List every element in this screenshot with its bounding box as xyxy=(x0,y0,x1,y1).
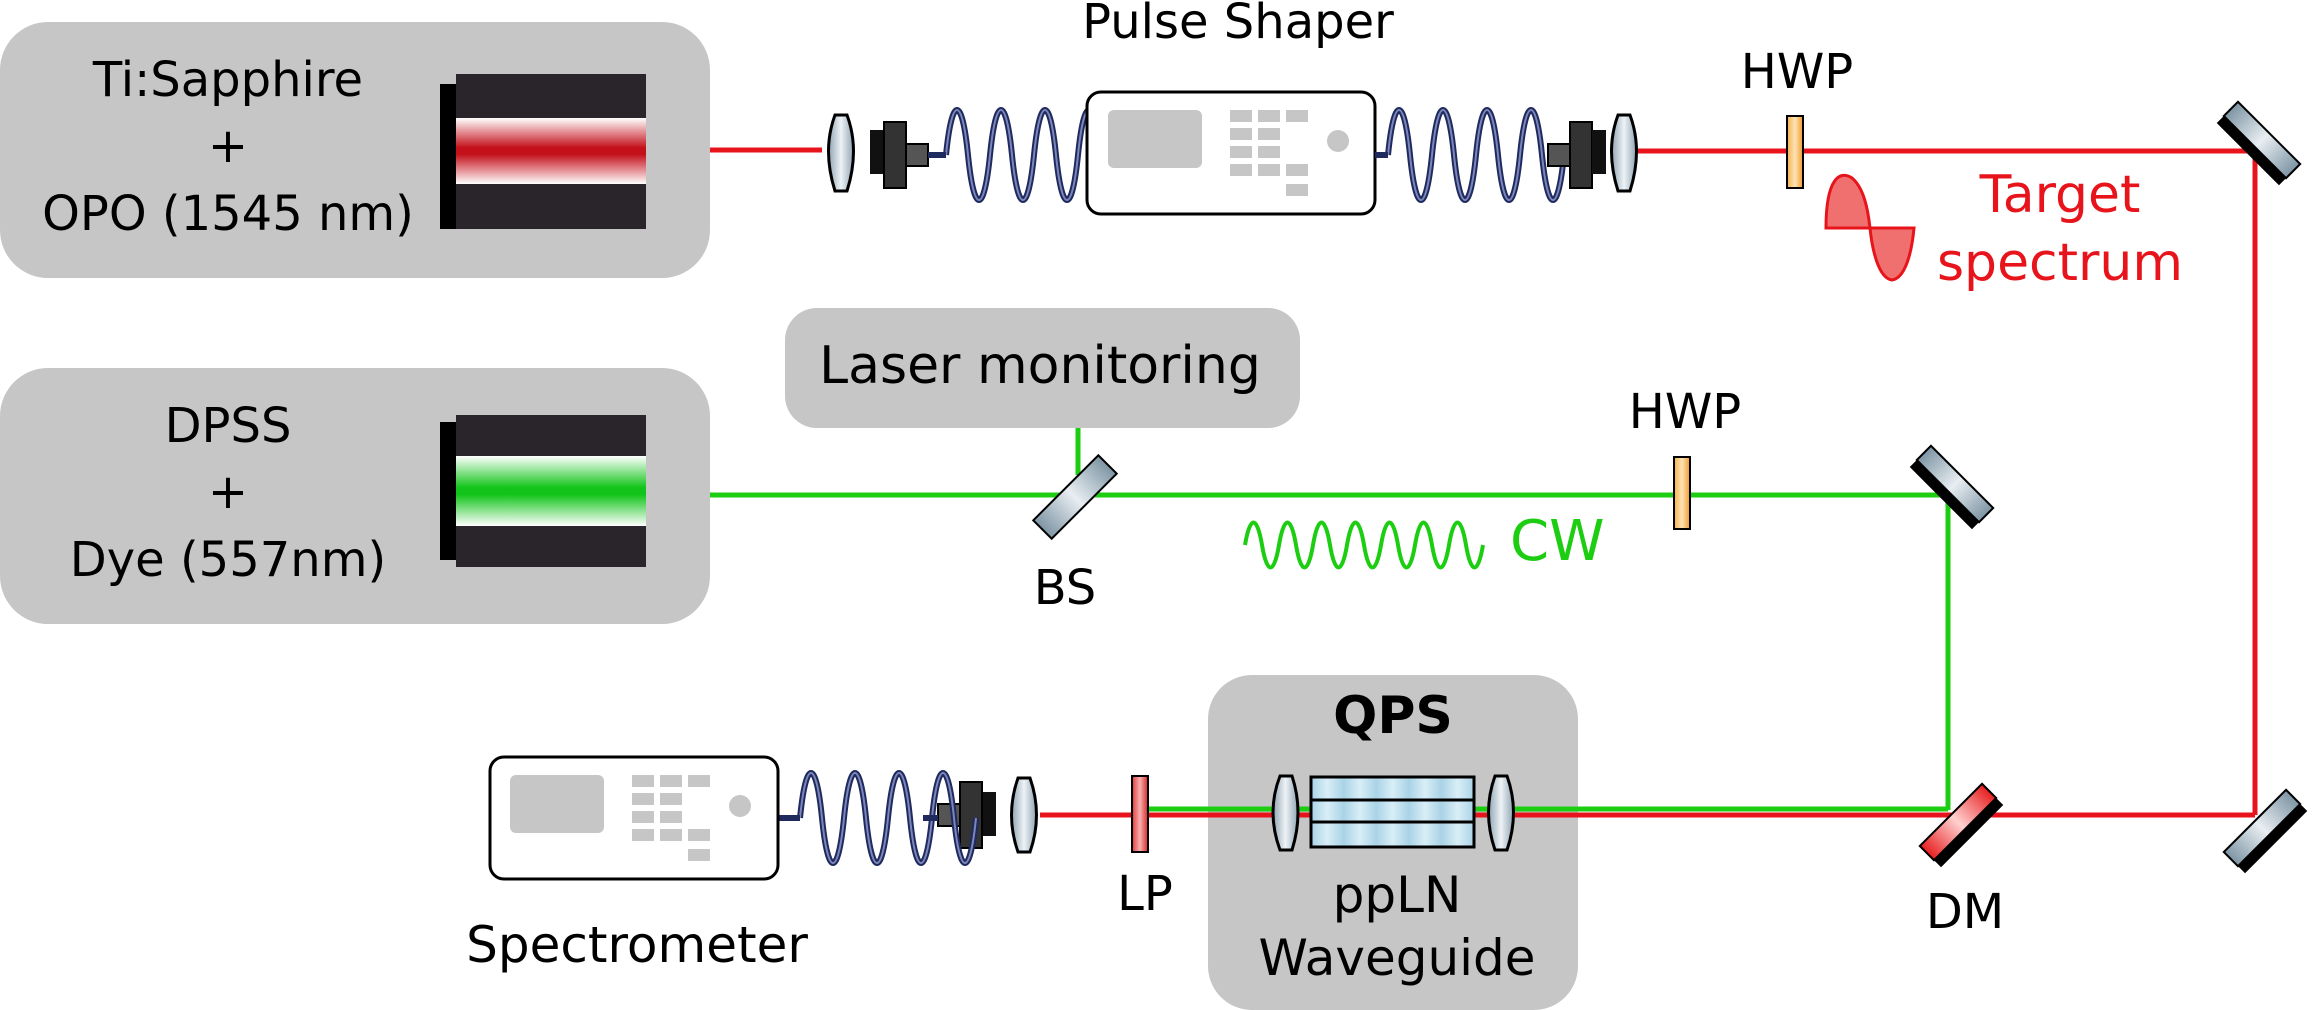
hwp-top-label: HWP xyxy=(1741,44,1854,100)
mirror-mid-right-icon xyxy=(1909,444,1995,530)
fiber-coupler-left-icon xyxy=(870,121,929,189)
dpss-label-line3: Dye (557nm) xyxy=(70,532,386,588)
target-spectrum-label-line1: Target xyxy=(1979,165,2141,225)
laser-monitoring-box: Laser monitoring xyxy=(785,308,1300,428)
qps-label-line1: ppLN xyxy=(1333,866,1462,924)
dpss-label-line2: + xyxy=(208,464,248,520)
qps-lens-left-icon xyxy=(1271,774,1300,852)
ppln-waveguide-crystal-icon xyxy=(1309,775,1476,849)
spectrometer-device-icon xyxy=(488,755,780,881)
pulse-shaper-device-icon xyxy=(1085,90,1377,216)
spectrometer-fiber-coupler-icon xyxy=(937,781,996,849)
hwp-mid-label: HWP xyxy=(1629,384,1742,440)
lp-filter-icon xyxy=(1131,775,1149,853)
mirror-top-right-icon xyxy=(2216,100,2302,186)
tisapphire-label-line2: + xyxy=(208,118,248,174)
qps-label-line2: Waveguide xyxy=(1258,929,1535,987)
fiber-coupler-right-icon xyxy=(1547,121,1606,189)
target-spectrum-label-line2: spectrum xyxy=(1937,233,2183,293)
spectrometer-coupling-lens-icon xyxy=(1010,776,1038,854)
pulse-shaper-label: Pulse Shaper xyxy=(1082,0,1394,50)
lp-label: LP xyxy=(1117,866,1173,922)
laser-head-green-icon xyxy=(440,415,646,567)
tisapphire-source-box: Ti:Sapphire + OPO (1545 nm) xyxy=(0,22,710,278)
qps-lens-right-icon xyxy=(1487,774,1515,852)
dm-label: DM xyxy=(1926,884,2004,940)
hwp-mid-waveplate-icon xyxy=(1673,456,1691,530)
cw-label: CW xyxy=(1510,509,1604,574)
laser-head-red-icon xyxy=(440,74,646,229)
spectrometer-fiber-coil-icon xyxy=(776,773,976,863)
target-spectrum-pulse-icon xyxy=(1824,173,1916,282)
qps-title: QPS xyxy=(1333,686,1453,746)
tisapphire-label-line3: OPO (1545 nm) xyxy=(42,186,414,242)
input-coupling-lens-icon xyxy=(827,113,855,193)
fiber-coil-right-icon xyxy=(1375,110,1564,200)
output-coupling-lens-icon xyxy=(1610,113,1638,193)
hwp-top-waveplate-icon xyxy=(1786,115,1804,189)
bs-label: BS xyxy=(1034,560,1097,616)
dichroic-mirror-icon xyxy=(1918,782,2004,868)
spectrometer-label: Spectrometer xyxy=(466,916,808,974)
mirror-bottom-right-icon xyxy=(2222,788,2308,874)
tisapphire-label-line1: Ti:Sapphire xyxy=(92,52,363,108)
laser-monitoring-label: Laser monitoring xyxy=(819,336,1261,396)
dpss-source-box: DPSS + Dye (557nm) xyxy=(0,368,710,624)
dpss-label-line1: DPSS xyxy=(165,398,292,454)
beam-splitter-icon xyxy=(1031,453,1119,541)
cw-wave-icon xyxy=(1243,520,1485,570)
